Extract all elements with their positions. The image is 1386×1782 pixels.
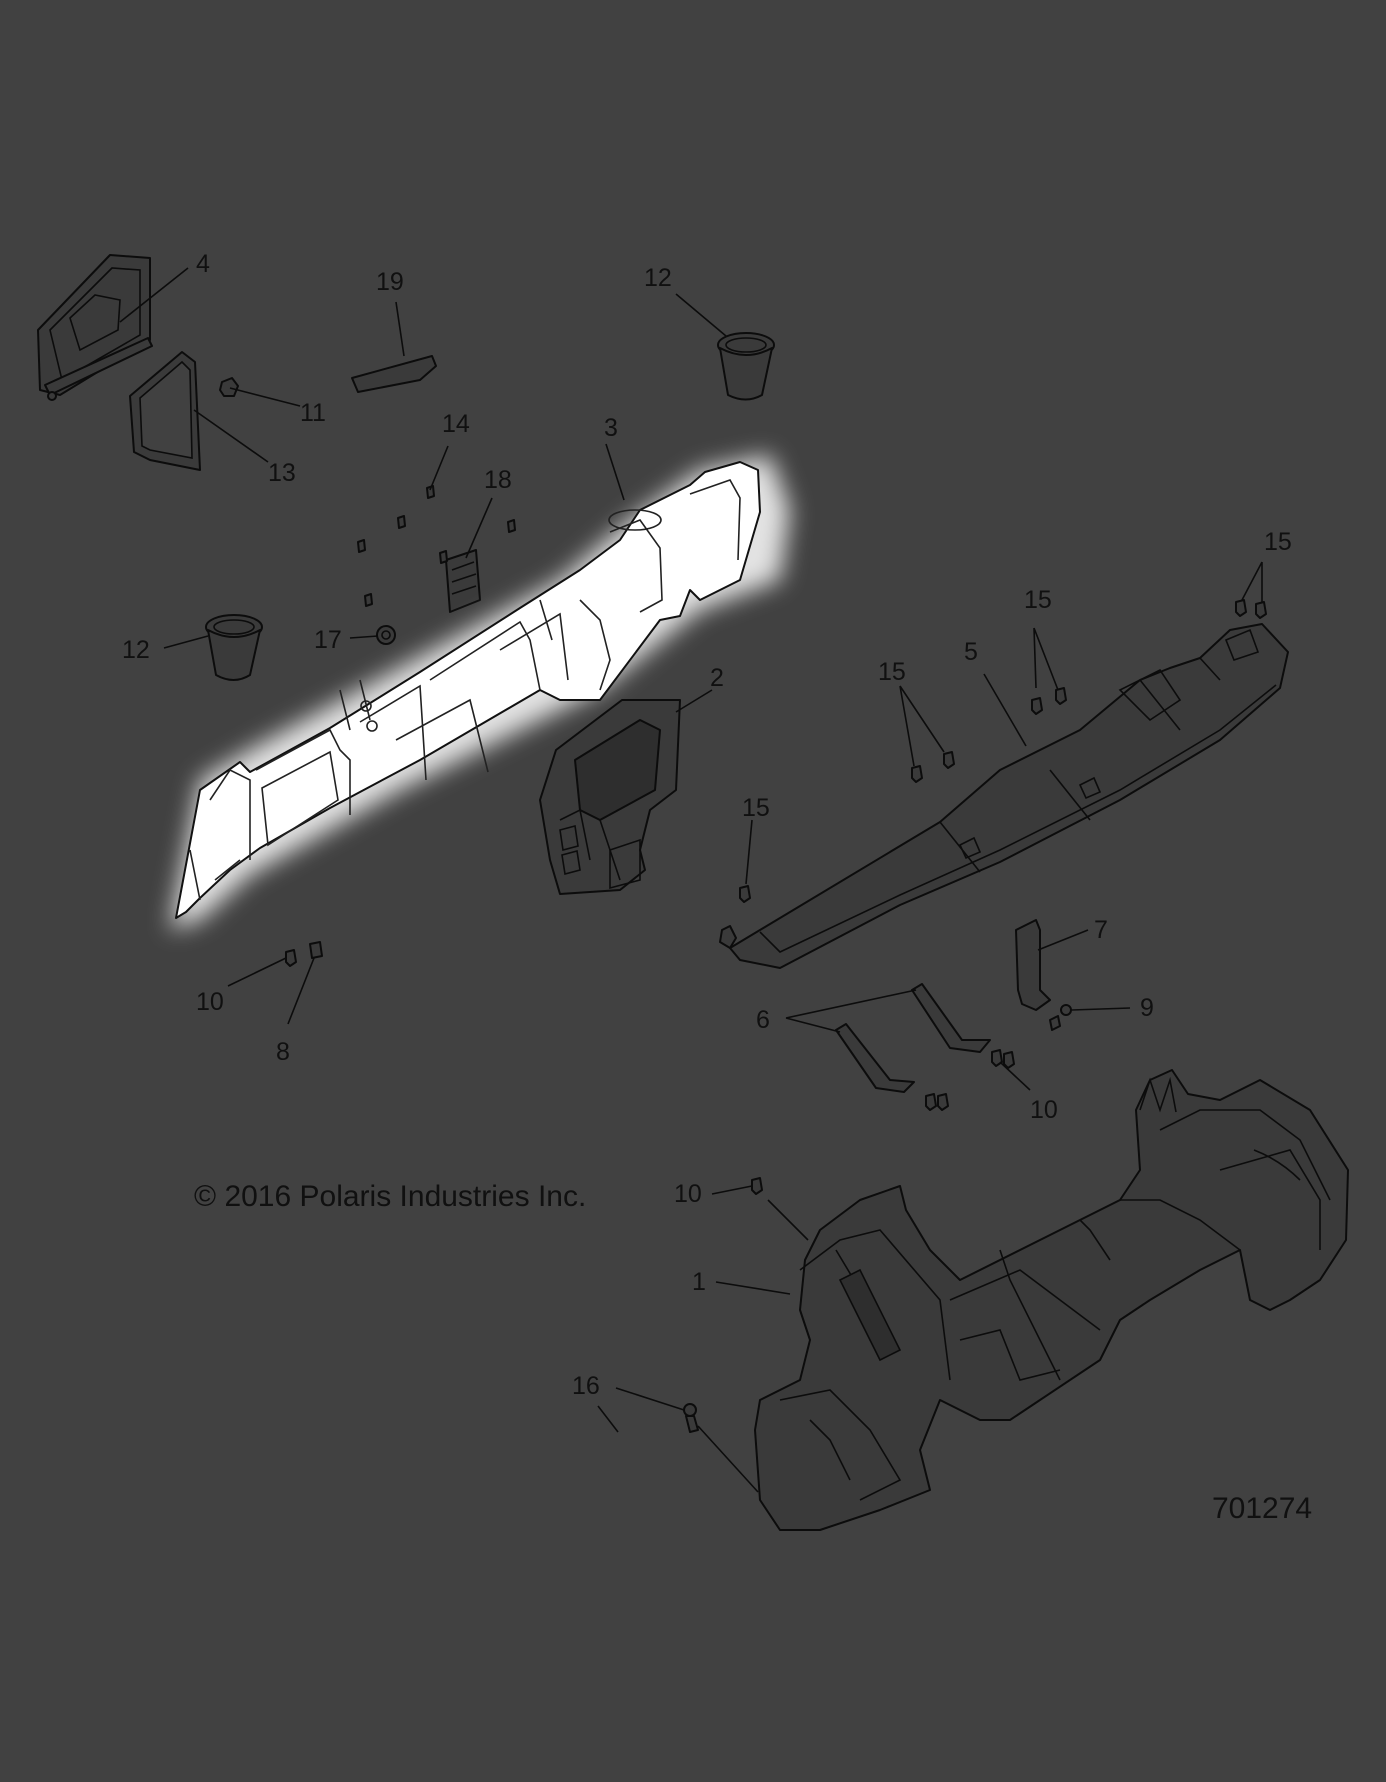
callout-15-a: 15 xyxy=(1264,528,1292,556)
callout-4: 4 xyxy=(196,250,210,278)
callout-15-c: 15 xyxy=(878,658,906,686)
callout-12-top: 12 xyxy=(644,264,672,292)
callout-19: 19 xyxy=(376,268,404,296)
part-8-clip xyxy=(309,941,323,959)
part-15-fasteners xyxy=(739,599,1267,903)
part-5-top-cover xyxy=(719,623,1289,969)
part-16-screw xyxy=(683,1403,699,1433)
part-13-seal xyxy=(129,351,201,471)
leader-lines xyxy=(119,267,1263,1493)
part-11-nut xyxy=(219,377,239,397)
callout-labels: 4 19 12 11 13 14 3 18 12 17 2 15 15 15 5… xyxy=(122,250,1292,1400)
callout-17: 17 xyxy=(314,626,342,654)
callout-10-c: 10 xyxy=(674,1180,702,1208)
callout-13: 13 xyxy=(268,459,296,487)
callout-9: 9 xyxy=(1140,994,1154,1022)
callout-3: 3 xyxy=(604,414,618,442)
callout-10-b: 10 xyxy=(1030,1096,1058,1124)
callout-11: 11 xyxy=(300,399,326,427)
part-6-brackets xyxy=(835,983,991,1093)
part-4-tray xyxy=(37,254,153,401)
part-19-strip xyxy=(351,355,437,393)
callout-7: 7 xyxy=(1094,916,1108,944)
copyright-text: © 2016 Polaris Industries Inc. xyxy=(194,1180,586,1213)
part-18-vent xyxy=(445,549,481,613)
callout-15-d: 15 xyxy=(742,794,770,822)
part-7-bracket xyxy=(1015,919,1051,1011)
callout-8: 8 xyxy=(276,1038,290,1066)
callout-12-left: 12 xyxy=(122,636,150,664)
part-9-bolt xyxy=(1049,1004,1072,1031)
part-1-main-structure xyxy=(754,1069,1349,1531)
part-12-cupholder-top xyxy=(717,332,775,401)
callout-10-a: 10 xyxy=(196,988,224,1016)
callout-6: 6 xyxy=(756,1006,770,1034)
callout-5: 5 xyxy=(964,638,978,666)
callout-18: 18 xyxy=(484,466,512,494)
part-12-cupholder-left xyxy=(205,614,263,681)
part-17-grommet xyxy=(376,625,396,645)
callout-1: 1 xyxy=(692,1268,706,1296)
part-10-fasteners xyxy=(285,949,1015,1195)
callout-15-b: 15 xyxy=(1024,586,1052,614)
part-2-housing xyxy=(539,699,681,895)
callout-2: 2 xyxy=(710,664,724,692)
callout-14: 14 xyxy=(442,410,470,438)
part-3-dash-panel-highlighted xyxy=(170,455,790,930)
part-14-screws xyxy=(357,485,516,607)
reference-number: 701274 xyxy=(1212,1492,1312,1525)
callout-16: 16 xyxy=(572,1372,600,1400)
